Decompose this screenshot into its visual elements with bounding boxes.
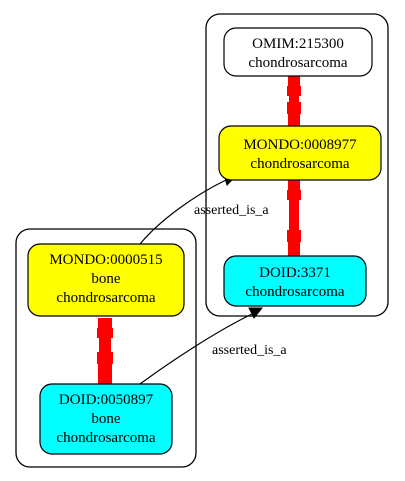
cluster-box-left [15,228,197,468]
node-mondo-0008977-line-2: chondrosarcoma [250,156,349,172]
node-doid-0050897-line-1: DOID:0050897 [59,392,154,408]
edge-label-1: asserted_is_a [194,203,269,218]
node-doid-3371-line-1: DOID:3371 [259,265,331,281]
node-doid-3371-line-2: chondrosarcoma [245,284,344,300]
node-doid-3371[interactable]: DOID:3371 chondrosarcoma [223,255,367,307]
is-a-edge-2: asserted_is_a [139,307,287,385]
node-omim-215300-line-1: OMIM:215300 [252,36,344,52]
node-mondo-0008977-line-1: MONDO:0008977 [243,137,357,153]
node-mondo-0000515-line-3: chondrosarcoma [56,290,155,306]
node-mondo-0000515-line-2: bone [91,271,121,287]
cluster-box-right [205,13,389,317]
edge-label-2: asserted_is_a [212,343,287,358]
equivalence-links [97,76,301,384]
equivalence-mondo-0008977-to-doid-3371 [287,180,301,256]
node-omim-215300-line-2: chondrosarcoma [248,55,347,71]
is-a-edge-1: asserted_is_a [139,173,269,245]
node-mondo-0000515-line-1: MONDO:0000515 [49,252,162,268]
node-doid-0050897[interactable]: DOID:0050897 bone chondrosarcoma [39,383,173,455]
equivalence-mondo-0000515-to-doid-0050897 [97,318,113,384]
node-doid-0050897-line-3: chondrosarcoma [56,430,155,446]
node-doid-0050897-line-2: bone [91,411,121,427]
node-mondo-0000515[interactable]: MONDO:0000515 bone chondrosarcoma [27,243,185,317]
node-omim-215300[interactable]: OMIM:215300 chondrosarcoma [223,27,373,77]
equivalence-omim-to-mondo-0008977 [287,76,301,126]
node-mondo-0008977[interactable]: MONDO:0008977 chondrosarcoma [218,125,382,181]
